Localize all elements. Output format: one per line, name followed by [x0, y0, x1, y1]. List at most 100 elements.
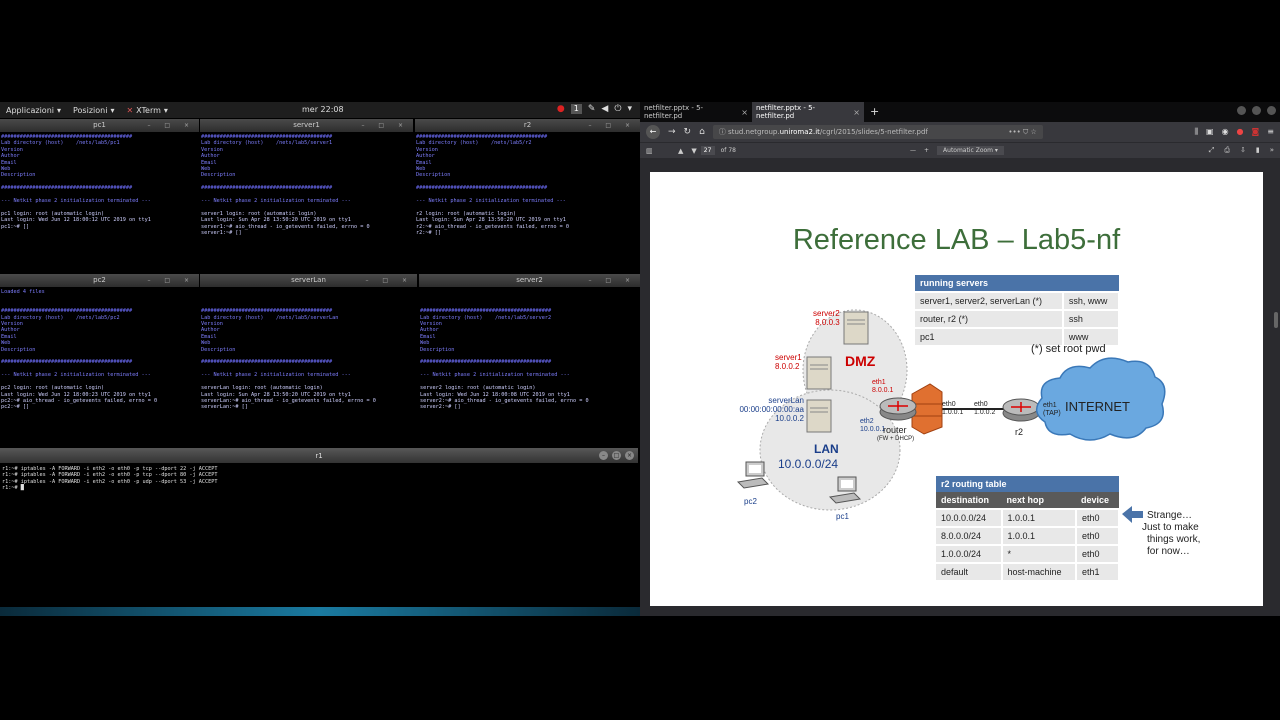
- reload-icon[interactable]: ↻: [683, 127, 692, 137]
- close-icon[interactable]: ×: [853, 107, 860, 117]
- save-icon[interactable]: ⇩: [1239, 146, 1246, 154]
- forward-arrow-icon[interactable]: →: [668, 127, 676, 137]
- places-menu-label: Posizioni: [73, 105, 108, 115]
- terminal-output: r1:~# iptables -A FORWARD -i eth2 -o eth…: [0, 463, 638, 495]
- terminal-line: Web: [1, 340, 11, 347]
- page-number-input[interactable]: 27: [700, 146, 715, 155]
- terminal-pc2[interactable]: pc2– □ × Loaded 4 files ################…: [0, 274, 199, 448]
- zoom-select[interactable]: Automatic Zoom ▾: [937, 146, 1004, 155]
- zoom-in-icon[interactable]: +: [924, 147, 930, 154]
- terminal-line: ########################################…: [416, 134, 548, 140]
- terminal-output: ########################################…: [200, 287, 417, 413]
- previous-page-icon[interactable]: ▲: [678, 146, 684, 155]
- router-eth0-name: eth0: [942, 401, 956, 408]
- tab-netfilter-2[interactable]: netfilter.pptx - 5-netfilter.pd×: [752, 102, 864, 122]
- terminal-titlebar[interactable]: pc1– □ ×: [0, 119, 199, 132]
- addon-icon[interactable]: ◙: [1251, 127, 1260, 136]
- bookmark-star-icon[interactable]: ☆: [1030, 128, 1037, 136]
- info-icon[interactable]: ⓘ: [718, 128, 726, 136]
- window-controls[interactable]: – □ ×: [147, 122, 195, 129]
- places-menu[interactable]: Posizioni▾: [67, 106, 120, 115]
- close-icon[interactable]: [1267, 106, 1276, 115]
- terminal-titlebar[interactable]: serverLan– □ ×: [200, 274, 417, 287]
- terminal-line: Version: [420, 321, 442, 328]
- active-app-menu[interactable]: ✕XTerm▾: [120, 106, 173, 115]
- pdf-toolbar: ▥ ▲▼ 27 of 78 — + Automatic Zoom ▾ ⤢ ⎙ ⇩…: [640, 142, 1280, 158]
- pdf-viewer[interactable]: Reference LAB – Lab5-nf: [640, 158, 1280, 616]
- minimize-icon[interactable]: [1237, 106, 1246, 115]
- more-icon[interactable]: •••: [1008, 128, 1021, 136]
- lan-network-label: 10.0.0.0/24: [778, 457, 839, 471]
- terminal-line: Author: [201, 327, 220, 334]
- screenshot-icon[interactable]: ◉: [1221, 127, 1229, 136]
- tab-netfilter-1[interactable]: netfilter.pptx - 5-netfilter.pd×: [640, 102, 752, 122]
- navigation-bar: ← → ↻ ⌂ ⓘ stud.netgroup.uniroma2.it/cgrl…: [640, 122, 1280, 142]
- bookmark-icon[interactable]: ▮: [1255, 146, 1260, 154]
- terminal-line: Last login: Sun Apr 28 13:50:20 UTC 2019…: [201, 217, 351, 224]
- window-controls[interactable]: – □ ×: [588, 277, 636, 284]
- extension-icon[interactable]: ●: [1236, 127, 1244, 136]
- terminal-line: Last login: Wed Jun 12 18:00:08 UTC 2019…: [420, 391, 570, 398]
- workspace-indicator[interactable]: 1: [570, 104, 582, 114]
- applications-menu[interactable]: Applicazioni▾: [0, 106, 67, 115]
- arrow-left-icon: [1122, 506, 1143, 523]
- terminal-titlebar[interactable]: r2– □ ×: [415, 119, 640, 132]
- terminal-titlebar[interactable]: server2– □ ×: [419, 274, 640, 287]
- library-icon[interactable]: ⫼: [1194, 127, 1198, 136]
- sidebar-icon[interactable]: ▣: [1206, 127, 1214, 136]
- terminal-titlebar[interactable]: pc2– □ ×: [0, 274, 199, 287]
- chevron-down-icon: ▾: [110, 105, 115, 115]
- table-cell: default: [936, 562, 1003, 580]
- window-controls[interactable]: – □ ×: [361, 122, 409, 129]
- volume-icon[interactable]: ◀: [601, 104, 609, 114]
- terminal-r1[interactable]: r1 – □ × r1:~# iptables -A FORWARD -i et…: [0, 448, 638, 616]
- scrollbar[interactable]: [1274, 162, 1278, 612]
- next-page-icon[interactable]: ▼: [691, 146, 697, 155]
- url-bar[interactable]: ⓘ stud.netgroup.uniroma2.it/cgrl/2015/sl…: [712, 125, 1043, 139]
- window-controls[interactable]: – □ ×: [588, 122, 636, 129]
- terminal-line: Last login: Sun Apr 28 13:50:20 UTC 2019…: [416, 217, 566, 224]
- router-label: router: [883, 425, 907, 435]
- clock[interactable]: mer 22:08: [302, 105, 344, 114]
- minimize-icon[interactable]: –: [599, 451, 608, 460]
- table-cell: 1.0.0.0/24: [936, 544, 1003, 563]
- terminal-line: ########################################…: [201, 359, 333, 366]
- terminal-server1[interactable]: server1– □ × ###########################…: [200, 119, 413, 273]
- print-icon[interactable]: ⎙: [1224, 146, 1230, 154]
- close-icon[interactable]: ×: [625, 451, 634, 460]
- note-line: things work,: [1147, 534, 1201, 545]
- window-controls[interactable]: – □ ×: [147, 277, 195, 284]
- chevron-down-icon[interactable]: ▾: [627, 104, 632, 114]
- pocket-icon[interactable]: ⛉: [1023, 128, 1029, 136]
- terminal-line: --- Netkit phase 2 initialization termin…: [420, 372, 570, 379]
- terminal-titlebar[interactable]: r1 – □ ×: [0, 449, 638, 463]
- table-cell: 8.0.0.0/24: [936, 526, 1003, 545]
- pen-icon[interactable]: ✎: [587, 104, 596, 114]
- back-arrow-icon[interactable]: ←: [646, 125, 660, 139]
- fullscreen-icon[interactable]: ⤢: [1208, 146, 1215, 154]
- terminal-titlebar[interactable]: server1– □ ×: [200, 119, 413, 132]
- maximize-icon[interactable]: [1252, 106, 1261, 115]
- terminal-server2[interactable]: server2– □ × ###########################…: [419, 274, 640, 448]
- sidebar-toggle-icon[interactable]: ▥: [646, 146, 653, 155]
- terminal-serverlan[interactable]: serverLan– □ × #########################…: [200, 274, 417, 448]
- new-tab-icon[interactable]: +: [870, 105, 880, 118]
- close-icon[interactable]: ×: [741, 107, 748, 117]
- zoom-out-icon[interactable]: —: [910, 147, 916, 154]
- menu-icon[interactable]: ≡: [1267, 127, 1274, 136]
- tools-icon[interactable]: »: [1269, 146, 1274, 154]
- scrollbar-thumb[interactable]: [1274, 312, 1278, 328]
- power-icon[interactable]: ⏻: [614, 104, 622, 114]
- terminal-line: --- Netkit phase 2 initialization termin…: [1, 198, 151, 205]
- xterm-icon: ✕: [126, 105, 134, 115]
- window-controls[interactable]: – □ ×: [365, 277, 413, 284]
- terminal-pc1[interactable]: pc1– □ × ###############################…: [0, 119, 199, 273]
- home-icon[interactable]: ⌂: [699, 127, 705, 137]
- record-icon[interactable]: ●: [556, 104, 565, 114]
- terminal-line: ########################################…: [1, 185, 133, 192]
- maximize-icon[interactable]: □: [612, 451, 621, 460]
- terminal-r2[interactable]: r2– □ × ################################…: [415, 119, 640, 273]
